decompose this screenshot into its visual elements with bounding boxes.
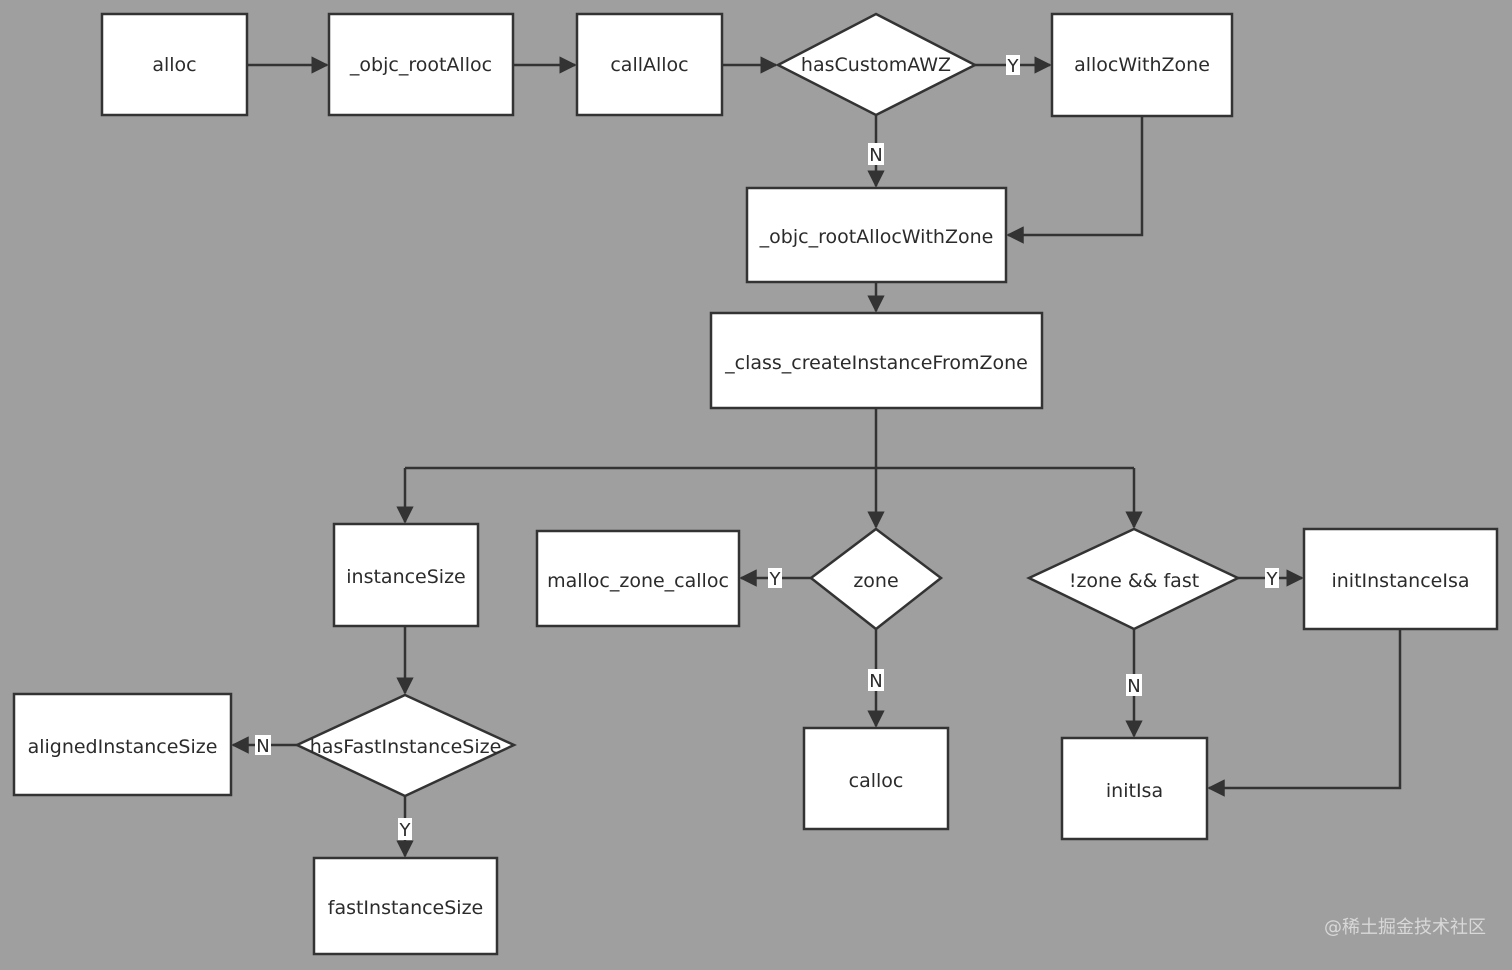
edge-label-hasfast-no: N bbox=[255, 735, 271, 757]
node-fastinstancesize: fastInstanceSize bbox=[312, 856, 499, 956]
nodes: alloc _objc_rootAlloc callAlloc hasCusto… bbox=[12, 12, 1499, 956]
edge-labels: Y N Y N Y N N Y bbox=[255, 55, 1279, 841]
node-zone: zone bbox=[808, 527, 944, 631]
node-label: hasFastInstanceSize bbox=[310, 736, 502, 758]
edge-label-zone-yes: Y bbox=[768, 568, 782, 590]
node-objc-rootalloc: _objc_rootAlloc bbox=[327, 12, 515, 117]
node-label: zone bbox=[853, 570, 898, 592]
node-label: _objc_rootAlloc bbox=[349, 54, 492, 76]
node-label: initInstanceIsa bbox=[1331, 570, 1469, 592]
edge-label-hascustomawz-yes: Y bbox=[1006, 55, 1020, 77]
node-label: hasCustomAWZ bbox=[801, 54, 951, 76]
node-label: initIsa bbox=[1106, 780, 1163, 802]
node-alignedinstancesize: alignedInstanceSize bbox=[12, 692, 233, 797]
node-label: callAlloc bbox=[610, 54, 688, 76]
watermark-text: @稀土掘金技术社区 bbox=[1324, 917, 1486, 938]
node-initinstanceisa: initInstanceIsa bbox=[1302, 527, 1499, 631]
node-alloc: alloc bbox=[100, 12, 249, 117]
node-initisa: initIsa bbox=[1060, 736, 1209, 841]
edge-label-text: N bbox=[869, 145, 882, 166]
node-label: instanceSize bbox=[346, 566, 466, 588]
edge-label-text: Y bbox=[399, 820, 412, 841]
node-callalloc: callAlloc bbox=[575, 12, 724, 117]
node-calloc: calloc bbox=[802, 726, 950, 831]
edge-label-text: Y bbox=[1007, 56, 1020, 77]
node-allocwithzone: allocWithZone bbox=[1050, 12, 1234, 118]
edge-label-text: N bbox=[1127, 676, 1140, 697]
node-label: alloc bbox=[152, 54, 196, 76]
edge-label-hascustomawz-no: N bbox=[868, 143, 884, 166]
edge-label-hasfast-yes: Y bbox=[398, 818, 412, 841]
node-objc-rootallocwithzone: _objc_rootAllocWithZone bbox=[745, 186, 1008, 284]
node-label: fastInstanceSize bbox=[328, 897, 484, 919]
node-hascustomawz: hasCustomAWZ bbox=[775, 12, 978, 117]
node-label: calloc bbox=[849, 770, 904, 792]
edge-label-zone-and-fast-yes: Y bbox=[1265, 568, 1279, 590]
node-malloc-zone-calloc: malloc_zone_calloc bbox=[535, 529, 741, 628]
node-label: malloc_zone_calloc bbox=[547, 570, 729, 592]
edge-label-text: Y bbox=[769, 569, 782, 590]
edge-label-zone-no: N bbox=[868, 669, 884, 692]
edge-label-text: N bbox=[869, 671, 882, 692]
node-label: _objc_rootAllocWithZone bbox=[759, 226, 994, 248]
edge-initinstanceisa-to-initisa bbox=[1207, 629, 1402, 797]
edge-allocwithzone-to-rootallocwithzone bbox=[1006, 116, 1144, 244]
edge-label-text: N bbox=[256, 736, 269, 757]
node-label: !zone && fast bbox=[1069, 570, 1199, 592]
edge-label-zone-and-fast-no: N bbox=[1126, 674, 1142, 697]
node-hasfastinstancesize: hasFastInstanceSize bbox=[294, 693, 517, 798]
node-label: allocWithZone bbox=[1074, 54, 1210, 76]
node-label: alignedInstanceSize bbox=[28, 736, 218, 758]
node-instancesize: instanceSize bbox=[332, 522, 480, 628]
edge-label-text: Y bbox=[1266, 569, 1279, 590]
node-zone-and-fast: !zone && fast bbox=[1026, 527, 1241, 631]
node-label: _class_createInstanceFromZone bbox=[724, 352, 1028, 374]
node-class-createinstancefromzone: _class_createInstanceFromZone bbox=[709, 311, 1044, 410]
